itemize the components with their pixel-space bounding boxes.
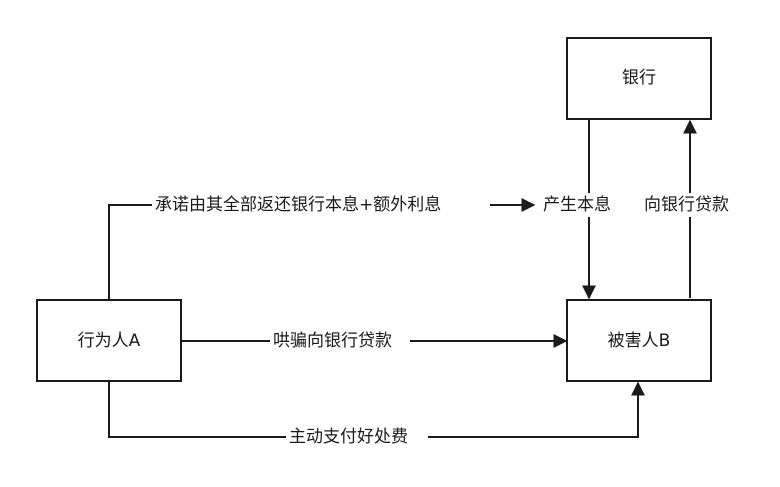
edge-label-borrow: 向银行贷款	[641, 193, 747, 217]
node-bank-label: 银行	[622, 68, 656, 88]
node-actor-a-label: 行为人A	[78, 331, 141, 351]
edge-label-borrow-text: 向银行贷款	[644, 195, 729, 215]
edge-promise-line	[108, 198, 536, 300]
edge-label-interest: 产生本息	[540, 193, 626, 217]
edge-label-promise-text: 承诺由其全部返还银行本息+额外利息	[155, 195, 441, 215]
edge-label-deceive: 哄骗向银行贷款	[270, 329, 410, 353]
edge-label-pay-benefit: 主动支付好处费	[286, 425, 428, 449]
edge-label-pay-benefit-text: 主动支付好处费	[289, 427, 408, 447]
node-bank: 银行	[566, 37, 712, 120]
node-actor-a: 行为人A	[36, 299, 182, 382]
node-victim-b: 被害人B	[566, 299, 712, 382]
edge-label-interest-text: 产生本息	[543, 195, 611, 215]
edge-label-deceive-text: 哄骗向银行贷款	[273, 331, 392, 351]
node-victim-b-label: 被害人B	[608, 331, 671, 351]
edge-label-promise: 承诺由其全部返还银行本息+额外利息	[152, 193, 490, 217]
